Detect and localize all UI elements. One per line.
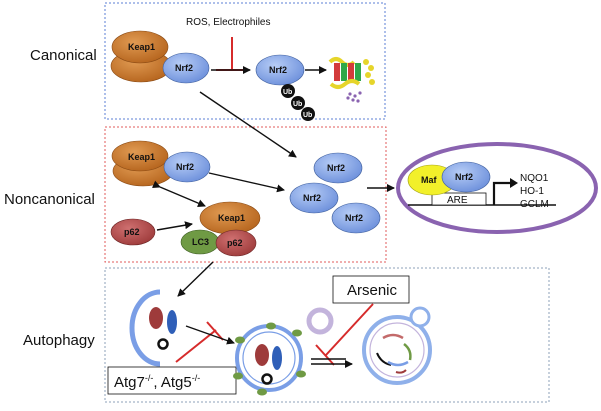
- lysosome: [306, 307, 334, 335]
- nrf2-nuclear: [441, 161, 491, 193]
- noncanonical-box: [104, 126, 387, 263]
- canonical-to-free-arrow: [199, 91, 297, 158]
- maf-label: Maf: [421, 175, 438, 185]
- stimulus-inhibit-mark: [216, 37, 248, 71]
- keap1-dimer-front: [111, 30, 169, 64]
- target-gene-nqo1: NQO1: [520, 173, 549, 184]
- atg-knockout-label: Atg7-/-, Atg5-/-: [114, 373, 200, 391]
- nrf2-canonical-bound: [162, 52, 210, 84]
- nrf2-label-canonical-bound: Nrf2: [175, 63, 193, 73]
- nrf2-label-noncanonical-bound: Nrf2: [176, 162, 194, 172]
- nrf2-canonical-free: [255, 54, 305, 86]
- nucleus: [396, 142, 598, 234]
- keap1-dimer-front-non: [111, 140, 169, 172]
- nrf2-label-free-left: Nrf2: [303, 193, 321, 203]
- svg-text:Ub: Ub: [293, 101, 302, 108]
- nrf2-free-left: [289, 182, 339, 214]
- autophagy-label: Autophagy: [23, 332, 95, 349]
- keap1-label-canonical: Keap1: [128, 42, 155, 52]
- keap1-label-complex: Keap1: [218, 213, 245, 223]
- autophagosome: [233, 322, 306, 396]
- lc3-label: LC3: [192, 237, 209, 247]
- nrf2-label-free-right: Nrf2: [345, 213, 363, 223]
- keap1-label-noncanonical: Keap1: [128, 152, 155, 162]
- svg-text:Ub: Ub: [283, 89, 292, 96]
- target-gene-gclm: GCLM: [520, 199, 549, 210]
- p62-binding-arrow: [156, 221, 193, 231]
- autophagy-box: [104, 267, 550, 403]
- transcription-arrow: [492, 178, 518, 205]
- p62-label-free: p62: [124, 227, 140, 237]
- phagophore-to-autophagosome-arrow: [185, 325, 235, 345]
- arsenic-box: [332, 275, 410, 304]
- canonical-box: [104, 2, 386, 120]
- atg-inhibit-mark: [175, 321, 224, 363]
- p62-free: [110, 218, 156, 246]
- stimulus-label: ROS, Electrophiles: [186, 17, 270, 28]
- nrf2-free-top: [313, 152, 363, 184]
- complex-to-autophagy-arrow: [177, 261, 214, 297]
- noncanonical-label: Noncanonical: [4, 191, 95, 208]
- fusion-arrow: [311, 358, 353, 368]
- arsenic-label: Arsenic: [347, 282, 398, 299]
- nrf2-label-nuclear: Nrf2: [455, 172, 473, 182]
- canonical-label: Canonical: [30, 47, 97, 64]
- are-label: ARE: [447, 195, 468, 206]
- p62-complex: [215, 229, 257, 257]
- svg-text:Ub: Ub: [303, 112, 312, 119]
- are-element: [431, 192, 487, 206]
- arsenic-inhibit-mark: [315, 303, 374, 366]
- target-gene-ho1: HO-1: [520, 186, 544, 197]
- noncanonical-release-arrow: [208, 172, 285, 193]
- autolysosome: [362, 306, 432, 385]
- p62-label-complex: p62: [227, 238, 243, 248]
- proteasome-icon: [328, 57, 375, 89]
- keap1-exchange-arrow: [151, 180, 206, 207]
- peptide-fragments-icon: [346, 91, 362, 103]
- nrf2-free-right: [331, 202, 381, 234]
- ubiquitin-chain: Ub Ub Ub: [281, 84, 315, 121]
- nrf2-label-free-top: Nrf2: [327, 163, 345, 173]
- phagophore: [129, 289, 177, 367]
- nrf2-label-canonical-free: Nrf2: [269, 65, 287, 75]
- atg-knockout-box: [107, 366, 237, 395]
